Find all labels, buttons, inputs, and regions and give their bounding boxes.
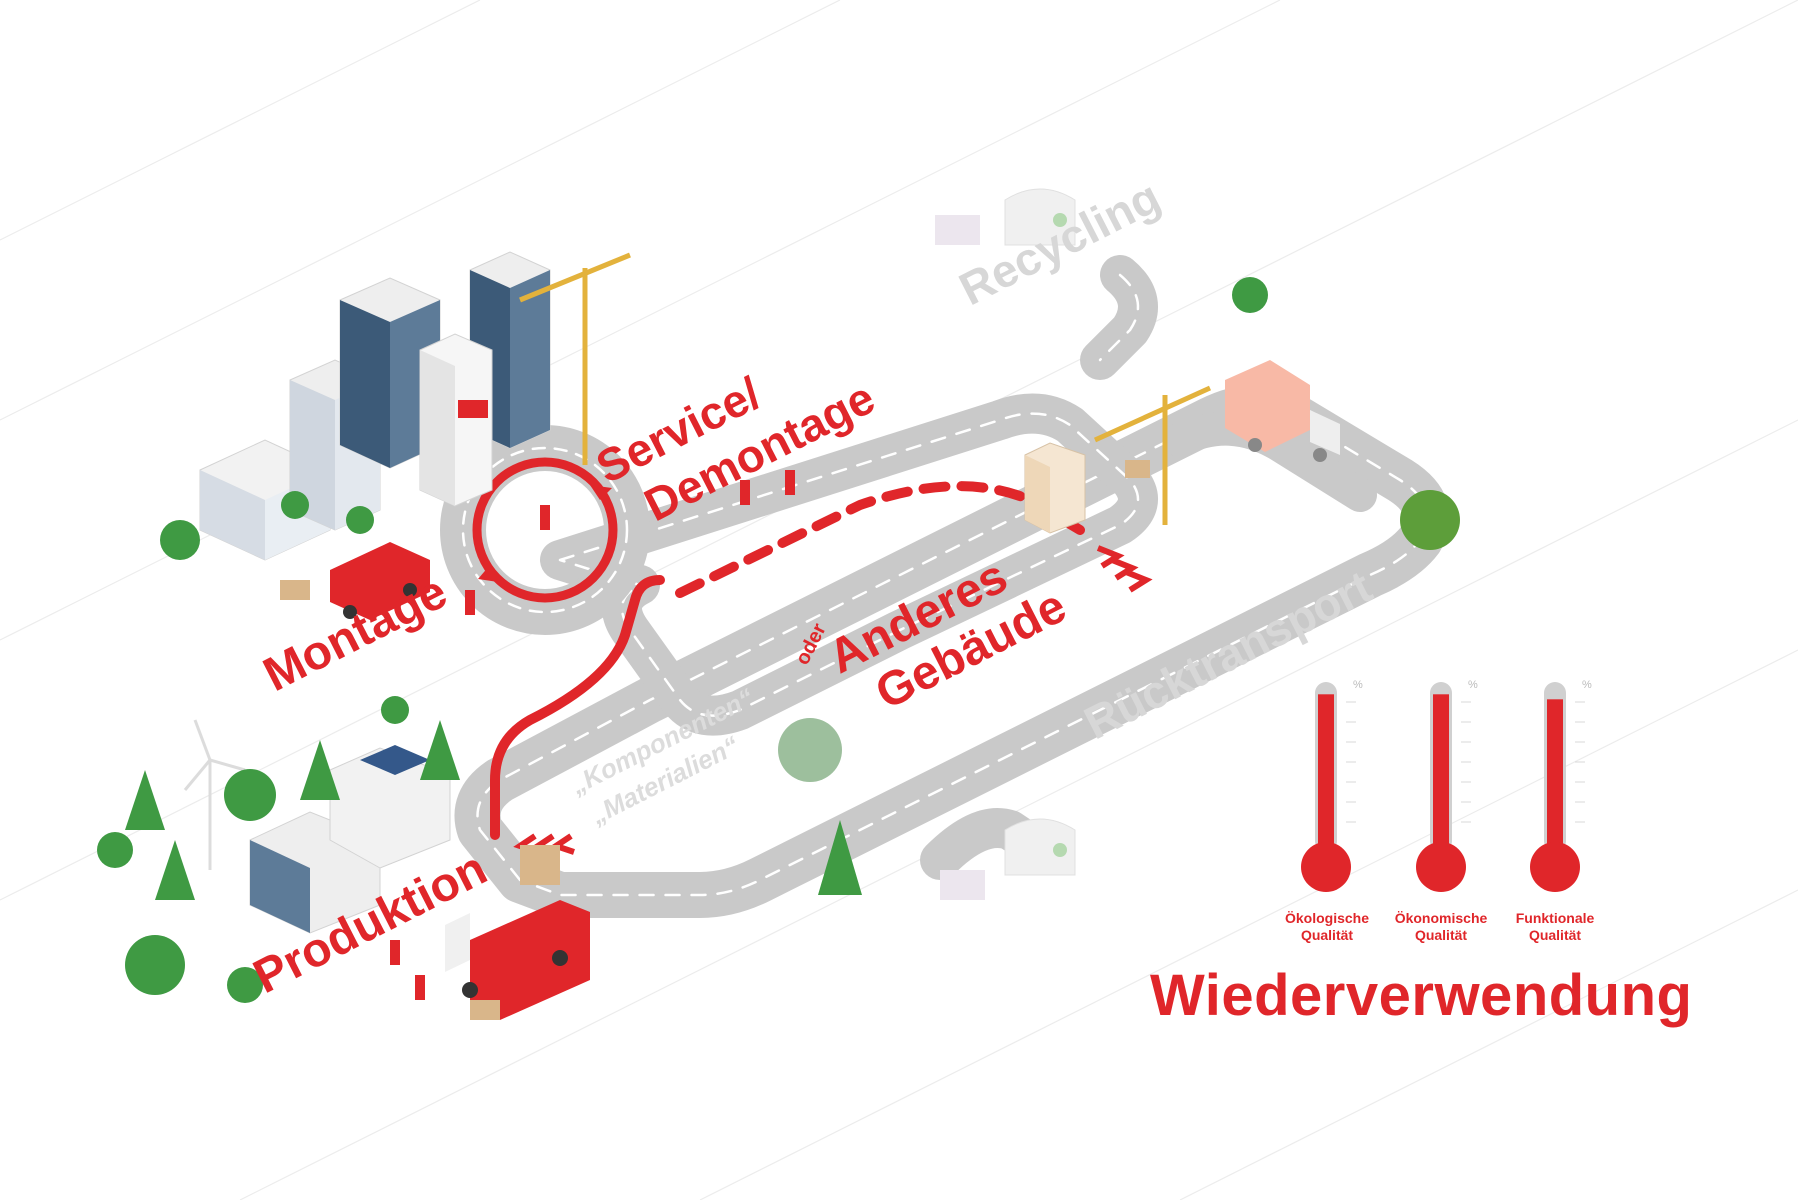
crane-2 <box>1093 385 1212 525</box>
production-buildings <box>249 745 451 934</box>
trees <box>97 277 1460 1003</box>
thermometer-economic-unit: % <box>1468 679 1478 691</box>
page-title: Wiederverwendung <box>1150 963 1693 1028</box>
thermometer-economic: % <box>1406 672 1526 922</box>
thermometer-ecological: % <box>1291 672 1411 922</box>
construction-building <box>1024 442 1086 534</box>
reuse-flow-path <box>472 457 1085 840</box>
caption-functional: Funktionale Qualität <box>1480 910 1630 944</box>
caption-economic-line2: Qualität <box>1414 927 1468 943</box>
recycling-huts <box>935 188 1076 900</box>
pallets <box>280 460 1150 1020</box>
thermometer-ecological-unit: % <box>1353 679 1363 691</box>
red-truck <box>445 900 590 1020</box>
thermometer-functional-unit: % <box>1582 679 1592 691</box>
caption-ecological: Ökologische Qualität <box>1252 910 1402 944</box>
city-buildings <box>199 251 551 561</box>
white-truck <box>1225 360 1340 462</box>
workers <box>390 470 795 1000</box>
caption-economic-line1: Ökonomische <box>1394 910 1488 926</box>
van <box>330 542 430 620</box>
caption-functional-line1: Funktionale <box>1515 910 1595 926</box>
wind-turbine <box>183 719 246 870</box>
caption-economic: Ökonomische Qualität <box>1366 910 1516 944</box>
caption-ecological-line2: Qualität <box>1300 927 1354 943</box>
caption-ecological-line1: Ökologische <box>1284 910 1370 926</box>
thermometer-functional: % <box>1520 672 1640 922</box>
crane-1 <box>519 252 631 465</box>
flow-arrowheads <box>478 485 612 582</box>
caption-functional-line2: Qualität <box>1528 927 1582 943</box>
